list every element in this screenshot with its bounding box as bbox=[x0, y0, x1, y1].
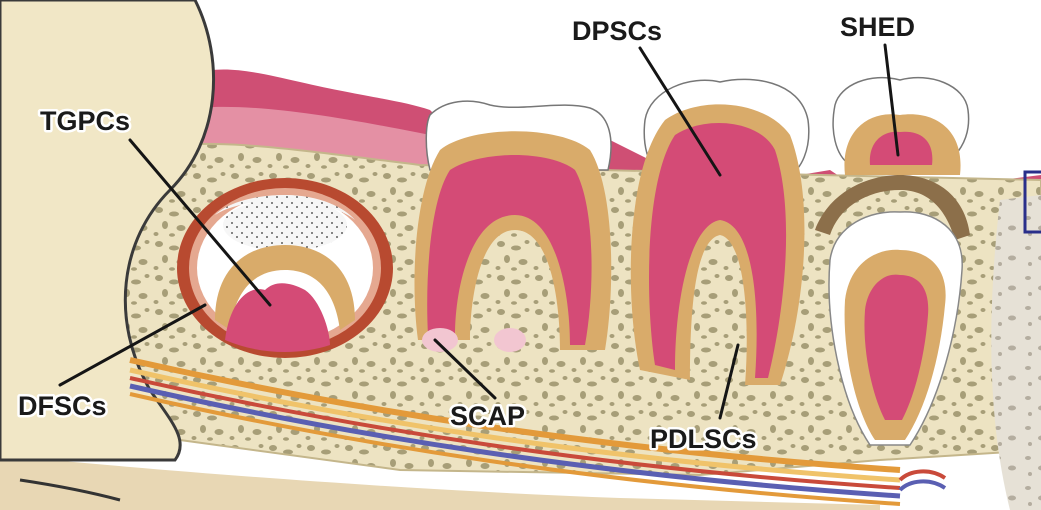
label-dfscs: DFSCs bbox=[18, 391, 107, 421]
label-shed: SHED bbox=[840, 12, 915, 42]
label-tgpcs: TGPCs bbox=[40, 106, 130, 136]
developing-tooth-bud bbox=[177, 178, 393, 358]
label-scap: SCAP bbox=[450, 401, 525, 431]
label-dpscs: DPSCs bbox=[572, 16, 662, 46]
label-pdlscs: PDLSCs bbox=[650, 424, 757, 454]
